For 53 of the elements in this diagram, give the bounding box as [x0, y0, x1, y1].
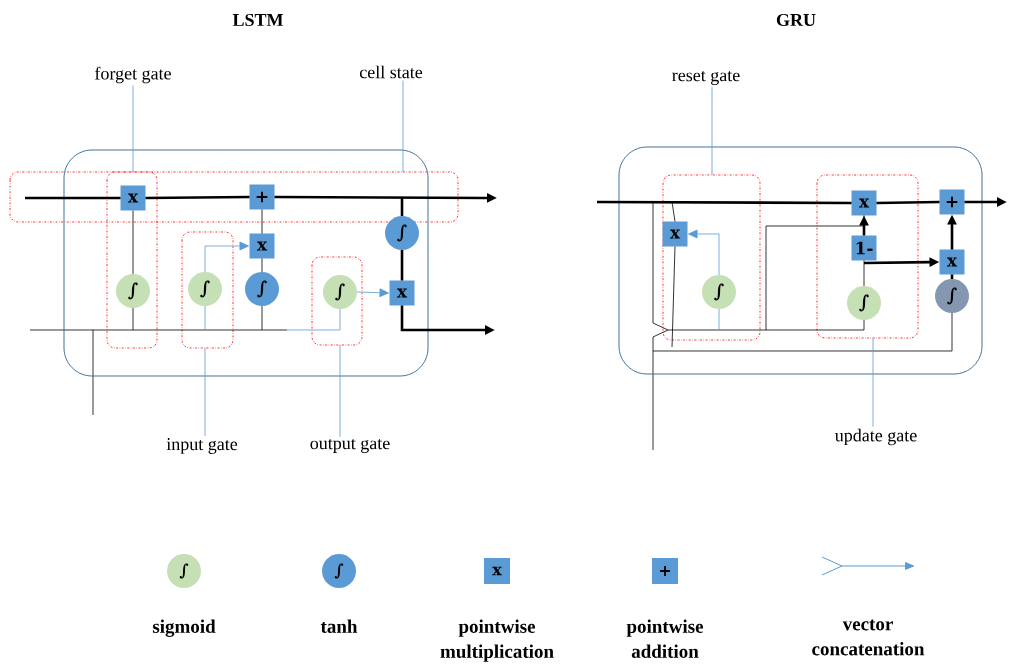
leader-line — [132, 85, 134, 173]
operation-square: x — [939, 249, 965, 275]
diagram-title: GRU — [776, 13, 816, 27]
connector-line — [25, 196, 121, 200]
connector-line — [286, 308, 341, 331]
gate-label: update gate — [835, 428, 917, 446]
arrow — [356, 288, 389, 298]
connector-line — [876, 200, 940, 205]
operation-square: x — [662, 221, 688, 247]
legend-label: sigmoid — [152, 619, 216, 637]
connector-line — [261, 305, 263, 331]
gate-label: input gate — [166, 438, 238, 454]
gate-label: forget gate — [95, 66, 171, 84]
operation-square: x — [851, 190, 877, 216]
operation-square: x — [120, 185, 146, 211]
legend-label: vector concatenation — [812, 619, 925, 656]
connector-line — [400, 250, 404, 281]
legend-label: pointwise addition — [626, 619, 704, 658]
operation-square: x — [249, 233, 275, 259]
connector-line — [261, 209, 263, 234]
connector-line — [671, 201, 676, 348]
connector-line — [863, 260, 865, 287]
arrow — [688, 229, 720, 276]
connector-line — [718, 308, 720, 331]
leader-line — [339, 344, 341, 438]
diagram-title: LSTM — [232, 13, 283, 27]
leader-line — [204, 347, 206, 437]
operation-square: 1- — [851, 235, 877, 261]
connector-line — [950, 274, 954, 279]
operation-square: + — [939, 189, 965, 215]
cell-box — [63, 149, 429, 377]
leader-line — [872, 337, 874, 427]
connector-line — [132, 307, 134, 331]
connector-line — [204, 305, 206, 331]
gate-label: cell state — [359, 65, 423, 79]
gate-label: output gate — [310, 439, 390, 453]
connector-line — [765, 319, 865, 331]
connector-line — [597, 200, 852, 205]
leader-line — [402, 80, 404, 173]
connector-line — [652, 312, 953, 352]
operation-square: + — [249, 184, 275, 210]
connector-line — [765, 215, 865, 331]
leader-line — [711, 86, 713, 176]
legend-label: tanh — [320, 619, 358, 633]
connector-line — [132, 210, 134, 275]
connector-line — [400, 198, 404, 216]
connector-line — [145, 195, 250, 200]
connector-line — [261, 258, 263, 273]
legend-label: pointwise multiplication — [440, 619, 554, 662]
arrow — [204, 241, 249, 273]
gate-label: reset gate — [672, 71, 740, 85]
cell-box — [618, 146, 983, 375]
operation-square: x — [389, 280, 415, 306]
